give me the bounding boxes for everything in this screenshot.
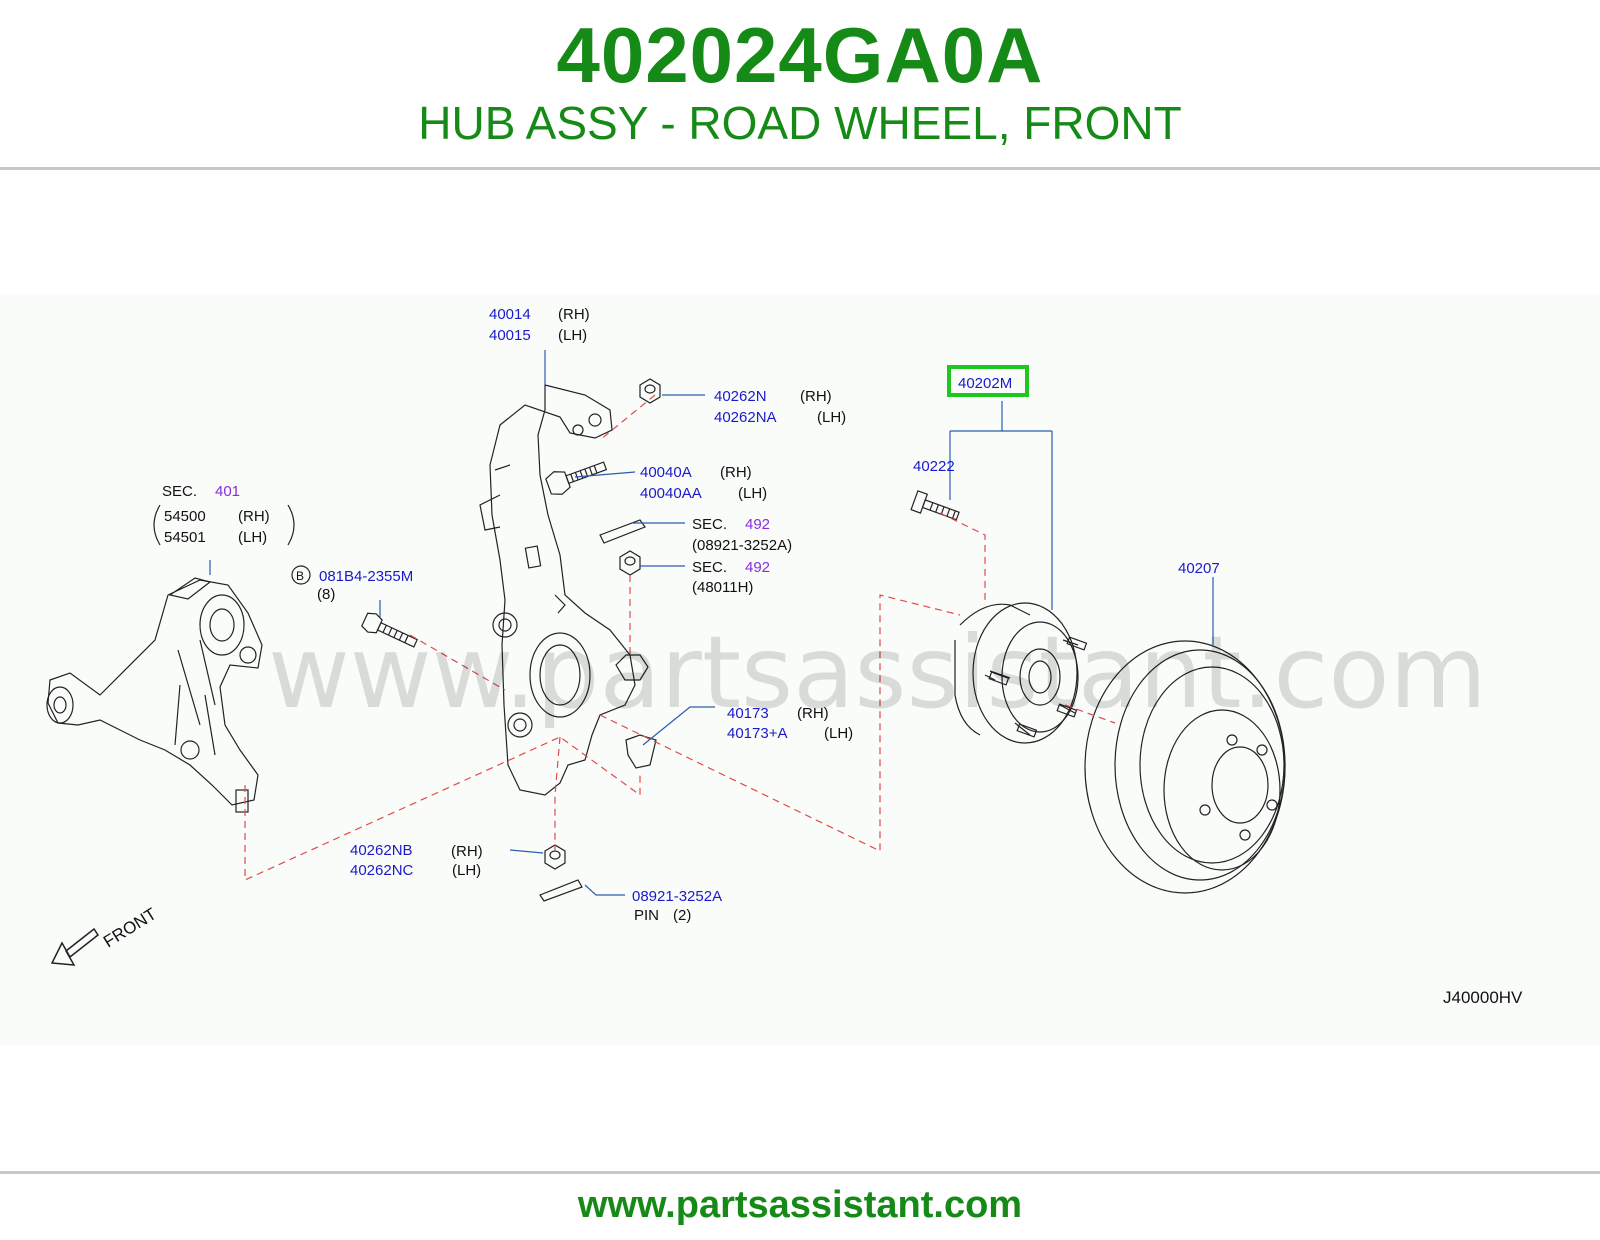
- hub-assembly-drawing: [954, 602, 1088, 744]
- callout-54501: 54501: [164, 529, 206, 546]
- callout-40262nb-side: (RH): [451, 843, 483, 860]
- callout-40262na: 40262NA: [714, 409, 777, 426]
- callout-40202m: 40202M: [958, 375, 1012, 392]
- callout-081b4-qty: (8): [317, 586, 335, 603]
- sec-number-492-a: 492: [745, 516, 770, 533]
- callout-40014: 40014: [489, 306, 531, 323]
- sec-number-401: 401: [215, 483, 240, 500]
- sec-note-48011h: (48011H): [692, 579, 753, 596]
- callout-40015-side: (LH): [558, 327, 587, 344]
- sec-label-3: SEC.: [162, 483, 197, 500]
- part-title-heading: HUB ASSY - ROAD WHEEL, FRONT: [418, 97, 1182, 149]
- callout-40173: 40173: [727, 705, 769, 722]
- callout-40040aa-side: (LH): [738, 485, 767, 502]
- steering-knuckle-drawing: [479, 384, 636, 796]
- diagram-code: J40000HV: [1443, 988, 1523, 1007]
- callout-40173-side: (RH): [797, 705, 829, 722]
- callout-40173-a-side: (LH): [824, 725, 853, 742]
- fastener-drawings: [361, 378, 661, 902]
- leader-lines: [209, 350, 1214, 896]
- hub-bolt-drawing: [910, 490, 960, 521]
- callout-labels: 40014 (RH) 40015 (LH) 40262N (RH) 40262N…: [100, 306, 1523, 1007]
- callout-40262na-side: (LH): [817, 409, 846, 426]
- footer-url[interactable]: www.partsassistant.com: [577, 1184, 1023, 1226]
- callout-40262n-side: (RH): [800, 388, 832, 405]
- parts-diagram-svg: www.partsassistant.com 40014 (RH) 40015 …: [46, 306, 1523, 1007]
- callout-40173-a: 40173+A: [727, 725, 787, 742]
- footer-divider: [0, 1171, 1600, 1174]
- part-illustrations: [46, 378, 1286, 902]
- callout-40262nc-side: (LH): [452, 862, 481, 879]
- callout-40262n: 40262N: [714, 388, 767, 405]
- callout-40015: 40015: [489, 327, 531, 344]
- callout-40207: 40207: [1178, 560, 1220, 577]
- sec-note-08921: (08921-3252A): [692, 537, 792, 554]
- lower-control-arm-drawing: [46, 577, 263, 813]
- watermark-text: www.partsassistant.com: [268, 614, 1487, 731]
- assembly-lines: [244, 394, 1116, 881]
- pin-quantity: (2): [673, 907, 691, 924]
- pin-label: PIN: [634, 907, 659, 924]
- sec-label-1: SEC.: [692, 516, 727, 533]
- callout-40014-side: (RH): [558, 306, 590, 323]
- callout-54501-side: (LH): [238, 529, 267, 546]
- front-label: FRONT: [100, 904, 160, 951]
- callout-54500-side: (RH): [238, 508, 270, 525]
- parts-diagram: www.partsassistant.com 40014 (RH) 40015 …: [0, 295, 1600, 1045]
- highlight-box: [947, 365, 1029, 397]
- callout-40040a: 40040A: [640, 464, 692, 481]
- callout-54500: 54500: [164, 508, 206, 525]
- sec-label-2: SEC.: [692, 559, 727, 576]
- part-number-heading: 402024GA0A: [556, 11, 1044, 99]
- front-arrow-icon: [50, 927, 100, 966]
- sec-number-492-b: 492: [745, 559, 770, 576]
- callout-40262nb: 40262NB: [350, 842, 413, 859]
- header-divider: [0, 167, 1600, 170]
- callout-081b4-2355m: 081B4-2355M: [319, 568, 413, 585]
- callout-40040aa: 40040AA: [640, 485, 702, 502]
- sec-401-bracket: [153, 504, 295, 546]
- badge-circle-icon: [291, 565, 311, 585]
- callout-40040a-side: (RH): [720, 464, 752, 481]
- callout-08921-3252a: 08921-3252A: [632, 888, 722, 905]
- brake-rotor-drawing: [1084, 640, 1286, 894]
- badge-letter-b: B: [296, 569, 304, 583]
- callout-40262nc: 40262NC: [350, 862, 414, 879]
- callout-40222: 40222: [913, 458, 955, 475]
